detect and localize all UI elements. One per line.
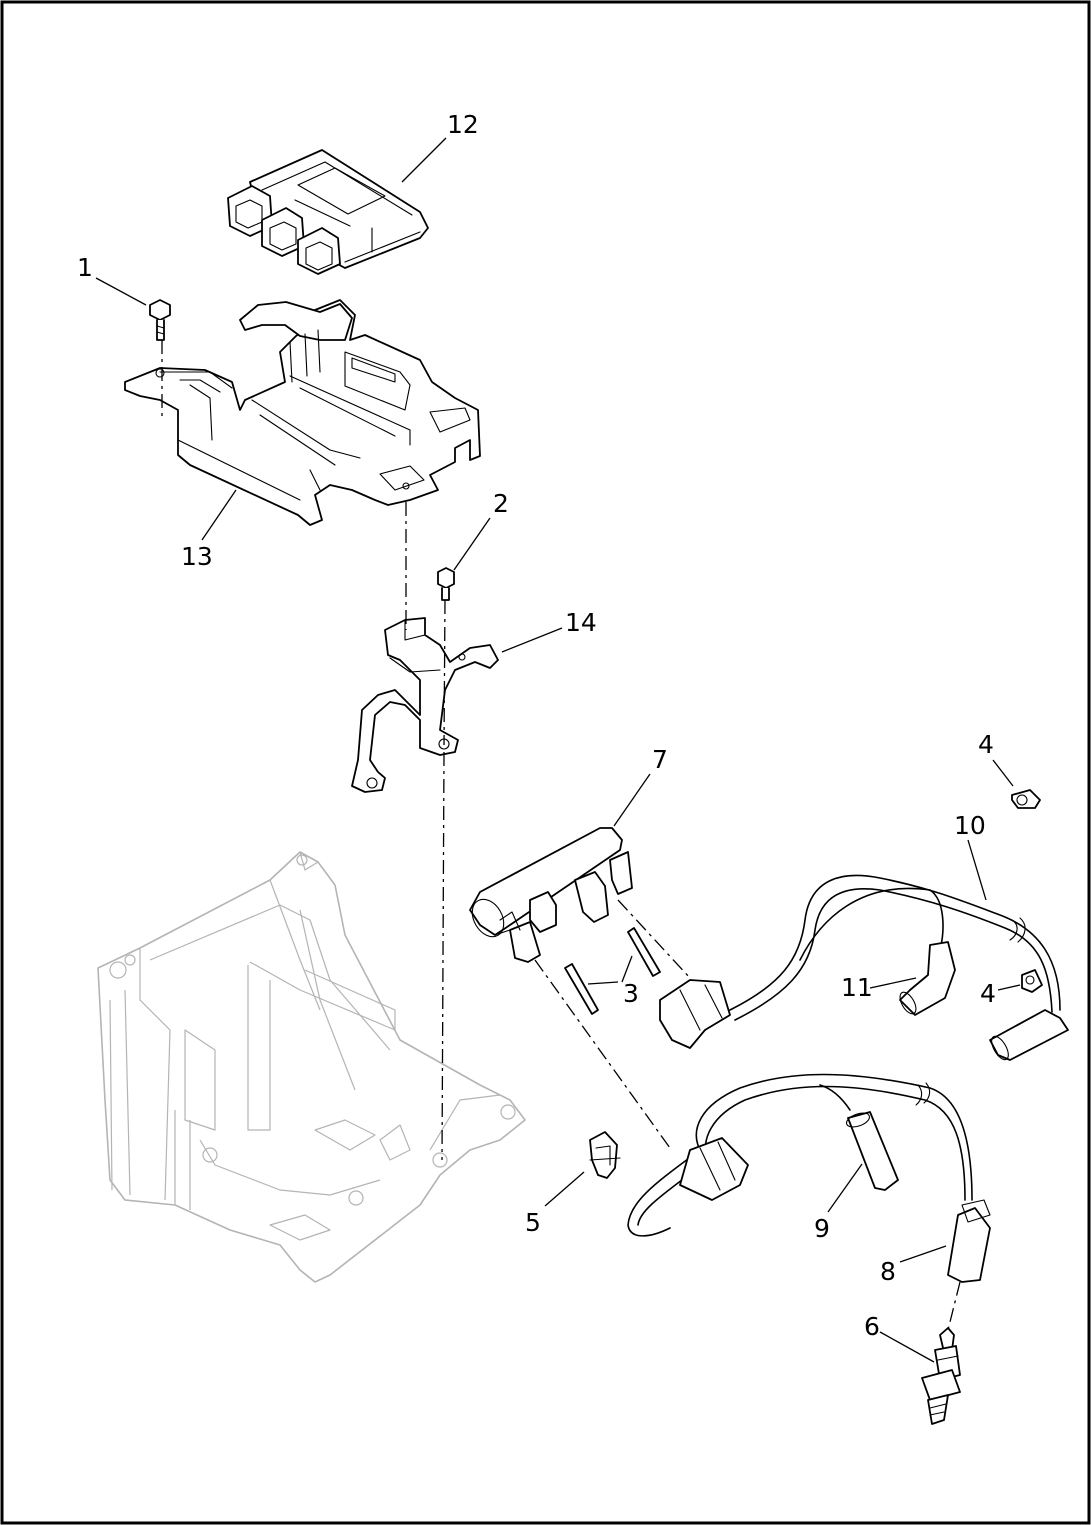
wire-clip-upper xyxy=(1011,789,1041,809)
callout-10: 10 xyxy=(954,811,986,840)
callout-11: 11 xyxy=(841,973,873,1002)
callout-13: 13 xyxy=(181,542,213,571)
callout-2: 2 xyxy=(493,489,509,518)
leader-lines xyxy=(95,137,1021,1363)
callout-5: 5 xyxy=(525,1208,541,1237)
callout-14: 14 xyxy=(565,608,597,637)
spark-plug-wire-front xyxy=(627,1073,991,1283)
alignment-lines xyxy=(161,340,961,1331)
coil-screws xyxy=(564,927,661,1015)
callout-6: 6 xyxy=(864,1312,880,1341)
ignition-coil xyxy=(469,827,633,963)
spark-plug xyxy=(921,1327,961,1425)
ecm-module xyxy=(227,149,429,275)
callout-1: 1 xyxy=(77,253,93,282)
screw-2 xyxy=(437,567,455,601)
callout-8: 8 xyxy=(880,1257,896,1286)
spark-plug-wire-rear xyxy=(659,874,1069,1061)
callout-9: 9 xyxy=(814,1214,830,1243)
callout-4-upper: 4 xyxy=(978,730,994,759)
wire-clip-5 xyxy=(589,1131,621,1179)
callout-3: 3 xyxy=(623,979,639,1008)
screw-1 xyxy=(149,299,171,341)
callout-12: 12 xyxy=(447,110,479,139)
callout-labels: 1 2 3 4 4 5 6 7 8 9 10 11 12 13 14 xyxy=(77,110,996,1341)
callout-7: 7 xyxy=(652,745,668,774)
ecm-caddy xyxy=(124,299,481,526)
mounting-bracket xyxy=(351,617,499,793)
wire-clip-lower xyxy=(1021,969,1043,993)
battery-tray-ghost xyxy=(97,851,526,1283)
callout-4-lower: 4 xyxy=(980,979,996,1008)
